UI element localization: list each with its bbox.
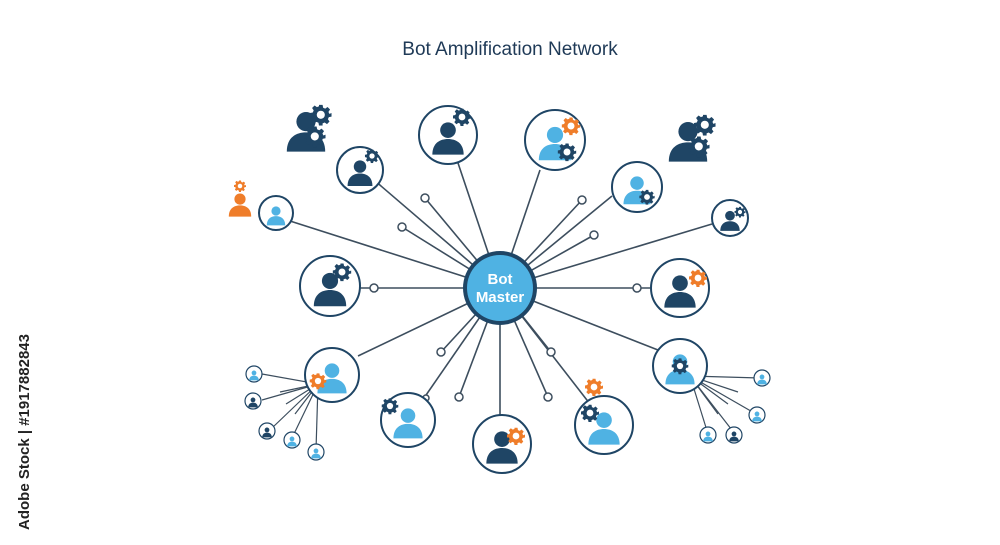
bot-node-top-center-left [336,146,384,194]
floating-bot-top-left [286,104,332,152]
gear-icon [639,189,655,205]
leaf-user-node [307,443,325,461]
bot-node-top-left [418,105,478,165]
leaf-user-node [725,426,743,444]
floating-bot-top-right [668,114,716,162]
bot-node-lower-left [304,347,360,403]
gear-icon [453,108,471,126]
user-node-upper-left [258,195,294,231]
person-icon [228,193,252,217]
bot-node-middle-right [650,258,710,318]
network-nodes [228,104,771,474]
gear-icon [671,358,689,375]
gear-icon [694,114,716,136]
gear-icon [585,378,603,396]
connector-endpoint [543,392,553,402]
connector-endpoint [632,283,642,293]
leaf-user-node [699,426,717,444]
floating-bot-orange [228,180,252,217]
gear-icon [557,143,577,162]
gear-icon [309,373,327,390]
connector-endpoint [589,230,599,240]
gear-icon [304,126,326,148]
connector-endpoint [546,347,556,357]
diagram-title: Bot Amplification Network [402,39,618,60]
leaf-user-node [283,431,301,449]
stock-credit-text: Adobe Stock | #1917882843 [16,334,33,530]
leaf-user-node [245,365,263,383]
connector-endpoint [577,195,587,205]
bot-node-upper-right [611,161,663,213]
connector-endpoint [369,283,379,293]
bot-master-hub: Bot Master [463,251,537,325]
gear-icon [310,104,332,126]
gear-icon [507,427,525,445]
bot-node-bottom-left [380,392,436,448]
hub-label-line2: Master [476,289,525,306]
connector-endpoint [454,392,464,402]
bot-node-middle-left [299,255,361,317]
leaf-user-node [244,392,262,410]
connector-endpoint [397,222,407,232]
bot-node-far-upper-right [711,199,749,237]
gear-icon [234,180,246,192]
gear-icon [734,206,746,218]
gear-icon [364,149,380,164]
gear-icon [581,404,599,422]
leaf-user-node [258,422,276,440]
dangling-endpoints [369,193,642,402]
bot-node-top-center-right [524,109,586,171]
gear-icon [561,117,581,136]
bot-node-lower-right [652,338,708,394]
connector-endpoint [420,193,430,203]
bot-node-bottom-center [472,414,532,474]
connector-endpoint [436,347,446,357]
leaf-user-node [748,406,766,424]
bot-node-bottom-right [574,378,634,455]
leaf-user-node [753,369,771,387]
hub-label-line1: Bot [488,271,513,288]
gear-icon [689,269,707,287]
gear-icon [332,263,352,282]
gear-icon [688,136,710,158]
gear-icon [381,398,399,415]
